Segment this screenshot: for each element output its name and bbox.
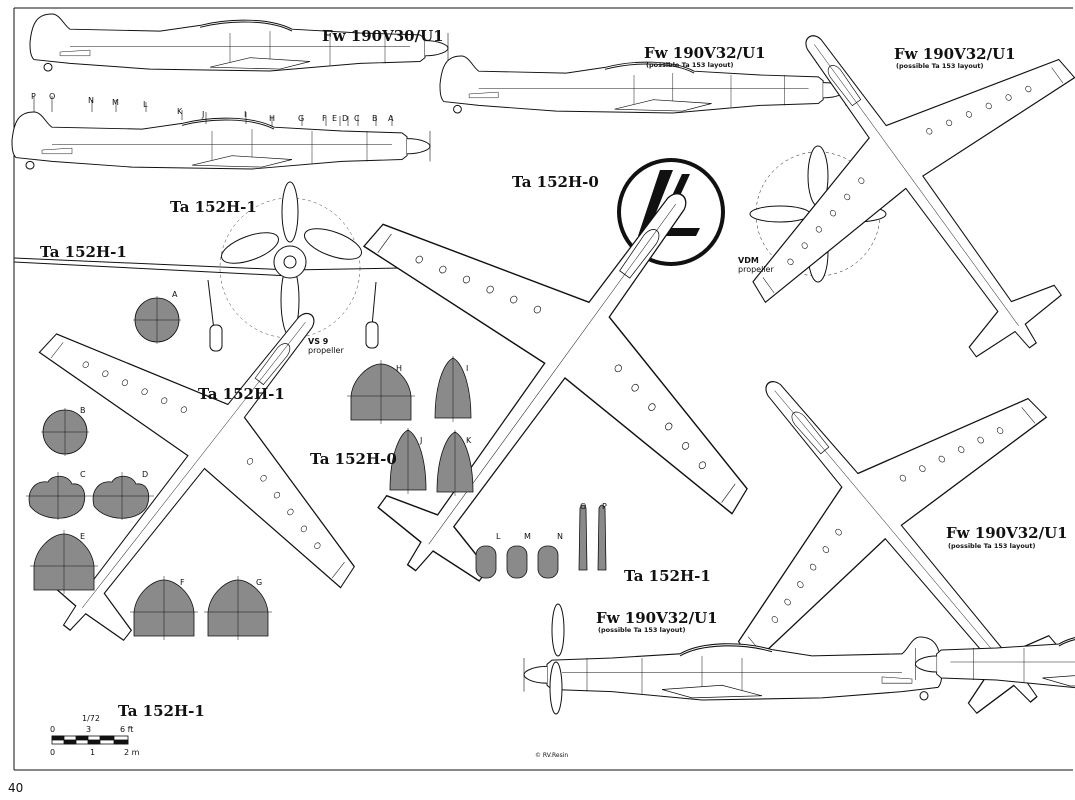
section-letter-M: M	[524, 532, 531, 541]
station-letter: C	[354, 114, 360, 123]
station-ticks	[33, 96, 393, 126]
label-ta-h0-plan-top: Ta 152H-0	[512, 173, 599, 191]
section-letter-L: L	[496, 532, 501, 541]
station-letter: F	[322, 114, 327, 123]
station-letter: I	[244, 110, 247, 119]
scale-m-0: 0	[50, 748, 56, 757]
station-letter: A	[388, 114, 394, 123]
scale-feet-3: 3	[86, 725, 92, 734]
vs9-line1: VS 9	[308, 337, 329, 346]
section-letter-J: J	[420, 436, 423, 445]
section-E	[29, 529, 99, 595]
fw-v32-side-view-top	[439, 55, 846, 114]
station-letter: L	[143, 100, 148, 109]
page-number: 40	[8, 781, 24, 795]
section-letter-I: I	[466, 364, 469, 373]
section-F	[129, 575, 199, 641]
section-letter-N: N	[557, 532, 563, 541]
section-M	[506, 545, 528, 579]
label-ta-h1-side: Ta 152H-1	[170, 198, 257, 216]
station-letter: G	[298, 114, 305, 123]
label-fw-v32-bottom-side-sub: (possible Ta 153 layout)	[598, 626, 686, 634]
label-fw-v32-bottom-plan-sub: (possible Ta 153 layout)	[948, 542, 1036, 550]
section-letter-K: K	[466, 436, 472, 445]
section-B	[40, 407, 90, 457]
section-letter-A: A	[172, 290, 178, 299]
section-letter-D: D	[142, 470, 149, 479]
label-fw-v32-side-top-sub: (possible Ta 153 layout)	[646, 61, 734, 69]
section-letter-O: O	[580, 502, 587, 511]
ta-h1-front-view	[13, 181, 401, 352]
scale-m-1: 1	[90, 748, 96, 757]
station-letter: P	[31, 92, 36, 101]
section-N	[537, 545, 559, 579]
vdm-line2: propeller	[738, 265, 774, 274]
station-letter: H	[269, 114, 276, 123]
label-fw-v30-top: Fw 190V30/U1	[322, 27, 444, 45]
section-letter-C: C	[80, 470, 86, 479]
ta-h1-side-view-lower	[523, 636, 943, 701]
section-letter-B: B	[80, 406, 86, 415]
label-ta-h1-bottom-plan: Ta 152H-1	[624, 567, 711, 585]
station-letter: J	[202, 110, 205, 119]
vs9-line2: propeller	[308, 346, 344, 355]
station-letter: K	[177, 107, 183, 116]
station-letter: E	[332, 114, 338, 123]
section-O	[578, 504, 588, 571]
section-letter-E: E	[80, 532, 86, 541]
station-letter: N	[88, 96, 94, 105]
scale-feet-6: 6 ft	[120, 725, 134, 734]
scale-feet-0: 0	[50, 725, 56, 734]
label-fw-v32-side-top: Fw 190V32/U1	[644, 44, 766, 62]
label-vdm-propeller: VDM propeller	[738, 256, 774, 274]
station-letter: O	[49, 92, 56, 101]
copyright: © RV.Resin	[535, 752, 569, 759]
label-fw-v32-bottom-plan: Fw 190V32/U1	[946, 524, 1068, 542]
section-P	[597, 504, 607, 571]
station-letter: B	[372, 114, 378, 123]
scale-m-2: 2 m	[124, 748, 140, 757]
label-vs9-propeller: VS 9 propeller	[308, 337, 344, 355]
section-letter-P: P	[602, 502, 607, 511]
label-fw-v32-plan-top-sub: (possible Ta 153 layout)	[896, 62, 984, 70]
label-ta-h1-front: Ta 152H-1	[40, 243, 127, 261]
scale-bar	[51, 735, 129, 745]
label-fw-v32-bottom-side: Fw 190V32/U1	[596, 609, 718, 627]
station-letter: M	[112, 98, 119, 107]
section-L	[475, 545, 497, 579]
station-letter: D	[342, 114, 349, 123]
label-ta-h1-bottom-side: Ta 152H-1	[118, 702, 205, 720]
section-letter-F: F	[180, 578, 185, 587]
vdm-line1: VDM	[738, 256, 759, 265]
label-ta-h1-plan: Ta 152H-1	[198, 385, 285, 403]
label-fw-v32-plan-top: Fw 190V32/U1	[894, 45, 1016, 63]
section-letter-H: H	[396, 364, 403, 373]
section-A	[132, 295, 182, 345]
scale-ratio: 1/72	[82, 714, 100, 723]
ta-h1-side-view-upper	[11, 111, 431, 170]
section-letter-G: G	[256, 578, 263, 587]
label-ta-h0-mid: Ta 152H-0	[310, 450, 397, 468]
section-C	[25, 471, 91, 521]
bottom-propeller	[549, 603, 565, 715]
section-H	[346, 359, 416, 425]
